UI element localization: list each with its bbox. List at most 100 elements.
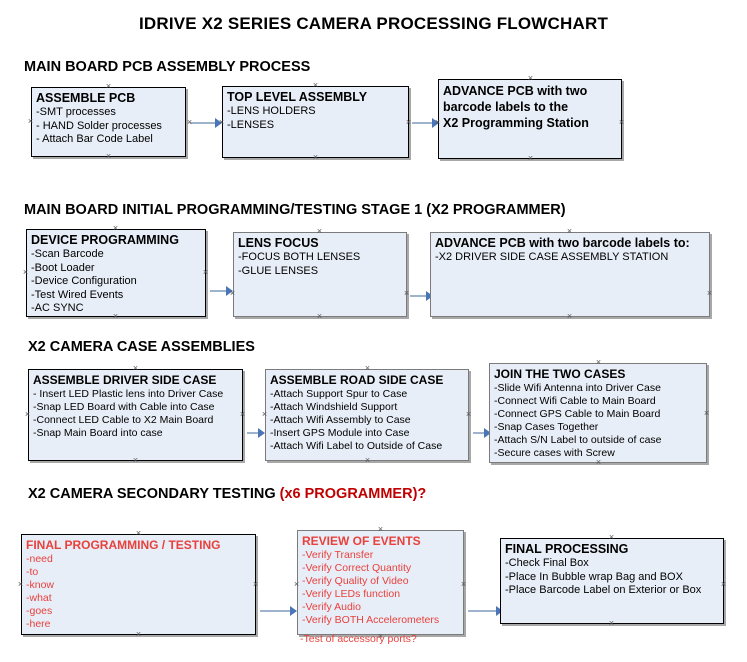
node-line: -here [26, 618, 51, 630]
selection-handle-left[interactable] [434, 119, 441, 126]
node-line: -Attach S/N Label to outside of case [494, 434, 662, 446]
node-line: -X2 DRIVER SIDE CASE ASSEMBLY STATION [435, 251, 669, 263]
node-line: -need [26, 553, 53, 565]
selection-handle-left[interactable] [218, 119, 225, 126]
section-heading-main-board-pcb-assembly: MAIN BOARD PCB ASSEMBLY PROCESS [24, 59, 310, 75]
node-assemble-pcb[interactable]: ASSEMBLE PCB -SMT processes - HAND Solde… [31, 87, 186, 157]
node-advance-pcb-driver-side-station[interactable]: ADVANCE PCB with two barcode labels to: … [430, 232, 710, 317]
arrow-head-icon [426, 291, 433, 301]
node-line: -Place Barcode Label on Exterior or Box [505, 584, 702, 596]
node-device-programming[interactable]: DEVICE PROGRAMMING -Scan Barcode -Boot L… [26, 229, 206, 317]
selection-handle-left[interactable] [17, 581, 24, 588]
node-line: -Connect Wifi Cable to Main Board [494, 395, 656, 407]
node-title: ADVANCE PCB with two barcode labels to: [435, 236, 690, 250]
node-line: -Slide Wifi Antenna into Driver Case [494, 382, 661, 394]
node-line: X2 Programming Station [443, 116, 589, 130]
selection-handle-top[interactable] [105, 83, 112, 90]
connector-assemble-pcb-to-top-level [190, 122, 218, 124]
selection-handle-top[interactable] [364, 365, 371, 372]
node-line: -Verify Audio [302, 601, 361, 613]
selection-handle-bottom[interactable] [566, 313, 573, 320]
selection-handle-bottom[interactable] [364, 457, 371, 464]
node-line: -Snap LED Board with Cable into Case [33, 401, 215, 413]
node-line: -Device Configuration [31, 275, 137, 287]
selection-handle-bottom[interactable] [608, 620, 615, 627]
node-title: JOIN THE TWO CASES [494, 367, 626, 381]
node-final-programming-testing[interactable]: FINAL PROGRAMMING / TESTING -need -to -k… [21, 534, 256, 635]
selection-handle-right[interactable] [239, 411, 246, 418]
connector-review-of-events-to-final-processing [468, 610, 502, 612]
selection-handle-top[interactable] [112, 225, 119, 232]
arrow-head-icon [496, 606, 503, 616]
selection-handle-left[interactable] [261, 411, 268, 418]
selection-handle-bottom[interactable] [377, 633, 384, 640]
node-title: REVIEW OF EVENTS [302, 534, 421, 548]
selection-handle-right[interactable] [720, 581, 727, 588]
selection-handle-right[interactable] [405, 119, 412, 126]
node-line: -Attach Wifi Assembly to Case [270, 414, 411, 426]
selection-handle-left[interactable] [293, 581, 300, 588]
section-heading-x2-camera-secondary-testing: X2 CAMERA SECONDARY TESTING (x6 PROGRAMM… [28, 486, 426, 502]
selection-handle-bottom[interactable] [135, 631, 142, 638]
selection-handle-bottom[interactable] [316, 313, 323, 320]
connector-road-case-to-join-cases [473, 432, 489, 434]
node-line: -Verify Quality of Video [302, 575, 409, 587]
node-line: -Verify Transfer [302, 549, 374, 561]
connector-final-programming-to-review-of-events [260, 610, 296, 612]
selection-handle-right[interactable] [703, 410, 710, 417]
selection-handle-top[interactable] [132, 365, 139, 372]
selection-handle-right[interactable] [403, 290, 410, 297]
section-heading-text: MAIN BOARD PCB ASSEMBLY PROCESS [24, 59, 311, 75]
node-line: -Attach Support Spur to Case [270, 388, 408, 400]
selection-handle-bottom[interactable] [527, 155, 534, 162]
section-heading-text: X2 CAMERA SECONDARY TESTING [28, 486, 280, 502]
selection-handle-right[interactable] [618, 119, 625, 126]
selection-handle-bottom[interactable] [312, 154, 319, 161]
selection-handle-left[interactable] [229, 290, 236, 297]
selection-handle-top[interactable] [608, 534, 615, 541]
selection-handle-right[interactable] [460, 581, 467, 588]
selection-handle-bottom[interactable] [132, 457, 139, 464]
selection-handle-left[interactable] [186, 119, 193, 126]
connector-top-level-to-advance-pcb [412, 122, 438, 124]
node-assemble-road-side-case[interactable]: ASSEMBLE ROAD SIDE CASE -Attach Support … [265, 369, 469, 461]
node-lens-focus[interactable]: LENS FOCUS -FOCUS BOTH LENSES -GLUE LENS… [233, 232, 407, 317]
selection-handle-right[interactable] [706, 290, 713, 297]
selection-handle-bottom[interactable] [112, 313, 119, 320]
node-assemble-driver-side-case[interactable]: ASSEMBLE DRIVER SIDE CASE - Insert LED P… [28, 369, 243, 461]
node-line: -Connect GPS Cable to Main Board [494, 408, 661, 420]
node-join-the-two-cases[interactable]: JOIN THE TWO CASES -Slide Wifi Antenna i… [489, 363, 707, 463]
selection-handle-top[interactable] [312, 82, 319, 89]
selection-handle-top[interactable] [527, 75, 534, 82]
node-final-processing[interactable]: FINAL PROCESSING -Check Final Box -Place… [500, 538, 724, 624]
node-advance-pcb-programming-station[interactable]: ADVANCE PCB with two barcode labels to t… [438, 79, 622, 159]
node-top-level-assembly[interactable]: TOP LEVEL ASSEMBLY -LENS HOLDERS -LENSES [222, 86, 409, 158]
node-line: -AC SYNC [31, 302, 84, 314]
node-line: -LENS HOLDERS [227, 105, 316, 117]
selection-handle-top[interactable] [566, 228, 573, 235]
selection-handle-bottom[interactable] [105, 153, 112, 160]
node-overflow-line: -Test of accessory ports? [300, 633, 417, 645]
selection-handle-top[interactable] [377, 526, 384, 533]
selection-handle-left[interactable] [22, 269, 29, 276]
node-line: -Test Wired Events [31, 288, 124, 301]
selection-handle-left[interactable] [27, 118, 34, 125]
node-review-of-events[interactable]: REVIEW OF EVENTS -Verify Transfer -Verif… [297, 530, 464, 635]
section-heading-main-board-initial-programming: MAIN BOARD INITIAL PROGRAMMING/TESTING S… [24, 202, 566, 218]
selection-handle-right[interactable] [252, 581, 259, 588]
node-line: -Verify LEDs function [302, 588, 401, 600]
connector-lens-focus-to-advance-pcb [410, 295, 432, 297]
node-line: -Attach Windshield Support [270, 401, 398, 413]
arrow-head-icon [290, 606, 297, 616]
node-line: -Insert GPS Module into Case [270, 427, 410, 439]
node-title: ASSEMBLE PCB [36, 91, 136, 105]
selection-handle-top[interactable] [316, 228, 323, 235]
selection-handle-right[interactable] [202, 269, 209, 276]
selection-handle-right[interactable] [465, 411, 472, 418]
connector-driver-case-to-road-case [247, 432, 263, 434]
selection-handle-left[interactable] [24, 411, 31, 418]
selection-handle-top[interactable] [135, 530, 142, 537]
selection-handle-bottom[interactable] [595, 459, 602, 466]
selection-handle-top[interactable] [595, 359, 602, 366]
